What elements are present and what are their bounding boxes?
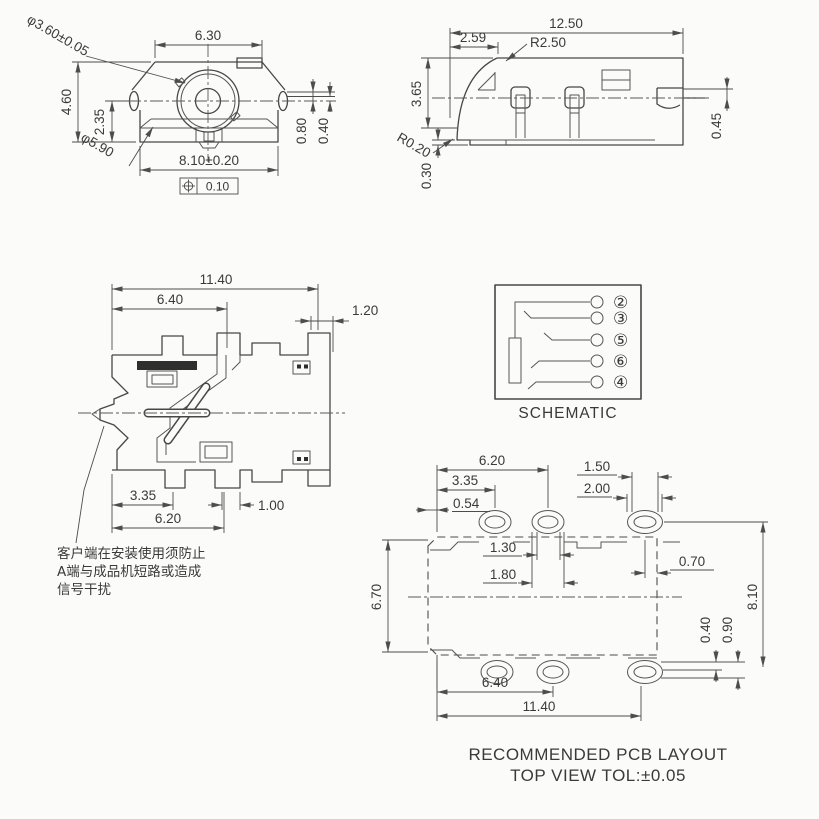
- schematic-view: ② ③ ⑤ ⑥ ④ SCHEMATIC: [494, 284, 642, 422]
- dim-side-total-width: 12.50: [549, 16, 583, 31]
- pin-number-2: ②: [613, 293, 628, 313]
- dim-front-height: 4.60: [59, 89, 74, 115]
- note-line-2: A端与成品机短路或造成: [57, 564, 201, 580]
- pcb-pads: [478, 510, 663, 684]
- dim-pcb-trace2: 0.90: [720, 617, 735, 643]
- mounting-note: 客户端在安装使用须防止 A端与成品机短路或造成 信号干扰: [57, 425, 206, 598]
- dim-top-inner-width: 6.40: [157, 292, 183, 307]
- note-line-1: 客户端在安装使用须防止: [57, 545, 206, 562]
- schematic-box: [494, 284, 642, 400]
- dim-pcb-edge-gap: 0.54: [453, 496, 480, 511]
- side-view-body: [456, 57, 705, 146]
- dim-pcb-row-span: 8.10: [745, 584, 760, 610]
- top-view: 11.40 6.40 1.20 3.35 6.20 1.00 客户端在安装使用须…: [57, 272, 378, 598]
- dim-top-pin-width: 1.00: [258, 498, 284, 513]
- pin-number-4: ④: [613, 373, 628, 393]
- dim-pcb-pad3-edge: 0.70: [679, 554, 705, 569]
- position-tolerance-icon: [182, 179, 195, 193]
- dim-side-radius-top: R2.50: [530, 35, 566, 50]
- dim-pcb-slot-width: 1.30: [490, 540, 516, 555]
- schematic-wires: [508, 295, 604, 390]
- pad-bottom-2: [536, 660, 570, 684]
- pin-number-6: ⑥: [613, 352, 628, 372]
- dim-top-total-width: 11.40: [200, 272, 233, 287]
- dim-side-pad: 0.45: [709, 113, 724, 139]
- dim-top-inner: 6.20: [155, 511, 181, 526]
- dim-front-center-height: 2.35: [92, 109, 107, 135]
- front-view: 6.30 φ3.60±0.05 4.60 2.35 φ5.90 8.10±0.2…: [25, 12, 336, 195]
- side-view-dimensions: 12.50 2.59 R2.50 3.65 R0.20 0.30 0.45: [395, 16, 733, 189]
- dim-side-radius-corner: R0.20: [395, 130, 434, 161]
- schematic-title: SCHEMATIC: [518, 405, 617, 422]
- dim-front-inner-dia: φ3.60±0.05: [25, 12, 92, 59]
- dim-front-pin-above: 0.80: [294, 118, 309, 144]
- top-view-dimensions: 11.40 6.40 1.20 3.35 6.20 1.00: [111, 272, 378, 533]
- pcb-dimensions: 6.20 3.35 0.54 1.50 2.00 1.30: [369, 453, 768, 721]
- dim-pcb-pad-width: 1.80: [490, 567, 516, 582]
- pcb-title-line2: TOP VIEW TOL:±0.05: [510, 766, 686, 785]
- dim-front-pin-below: 0.40: [316, 118, 331, 144]
- dim-pcb-pad3-slot: 1.50: [584, 459, 610, 474]
- pad-top-2: [531, 510, 565, 534]
- gdt-frame: 0.10: [179, 177, 239, 195]
- dim-pcb-bottom-inner: 6.40: [482, 675, 508, 690]
- dim-pcb-pad3-width: 2.00: [584, 481, 610, 496]
- dim-pcb-trace1: 0.40: [698, 617, 713, 643]
- pin-number-5: ⑤: [613, 331, 628, 351]
- dim-pcb-pad1-x: 3.35: [452, 473, 478, 488]
- side-view: 12.50 2.59 R2.50 3.65 R0.20 0.30 0.45: [395, 16, 733, 189]
- note-line-3: 信号干扰: [57, 582, 111, 598]
- dim-side-left-offset: 2.59: [460, 30, 486, 45]
- pad-bottom-1: [480, 660, 514, 684]
- gdt-value: 0.10: [206, 180, 230, 194]
- dim-front-bottom-width: 8.10±0.20: [179, 153, 239, 168]
- pcb-layout-view: 6.20 3.35 0.54 1.50 2.00 1.30: [369, 453, 768, 785]
- top-view-body: [91, 332, 331, 489]
- front-view-dimensions: 6.30 φ3.60±0.05 4.60 2.35 φ5.90 8.10±0.2…: [25, 12, 335, 195]
- dim-pcb-top-span: 6.20: [479, 453, 505, 468]
- dim-pcb-body-height: 6.70: [369, 584, 384, 610]
- dim-front-top-width: 6.30: [195, 28, 221, 43]
- dim-top-left: 3.35: [130, 488, 156, 503]
- pad-top-3: [627, 510, 663, 534]
- dim-pcb-bottom-span: 11.40: [523, 699, 556, 714]
- dim-top-pin-right: 1.20: [352, 303, 378, 318]
- pin-number-3: ③: [613, 309, 628, 329]
- pcb-solid-edges: [430, 541, 745, 690]
- dim-side-height: 3.65: [409, 81, 424, 107]
- pad-top-1: [478, 510, 512, 534]
- front-view-body: [128, 57, 289, 149]
- pcb-component-outline: [427, 536, 658, 656]
- dim-side-step: 0.30: [419, 163, 434, 189]
- pcb-title-line1: RECOMMENDED PCB LAYOUT: [468, 745, 727, 764]
- pad-bottom-3: [627, 660, 663, 684]
